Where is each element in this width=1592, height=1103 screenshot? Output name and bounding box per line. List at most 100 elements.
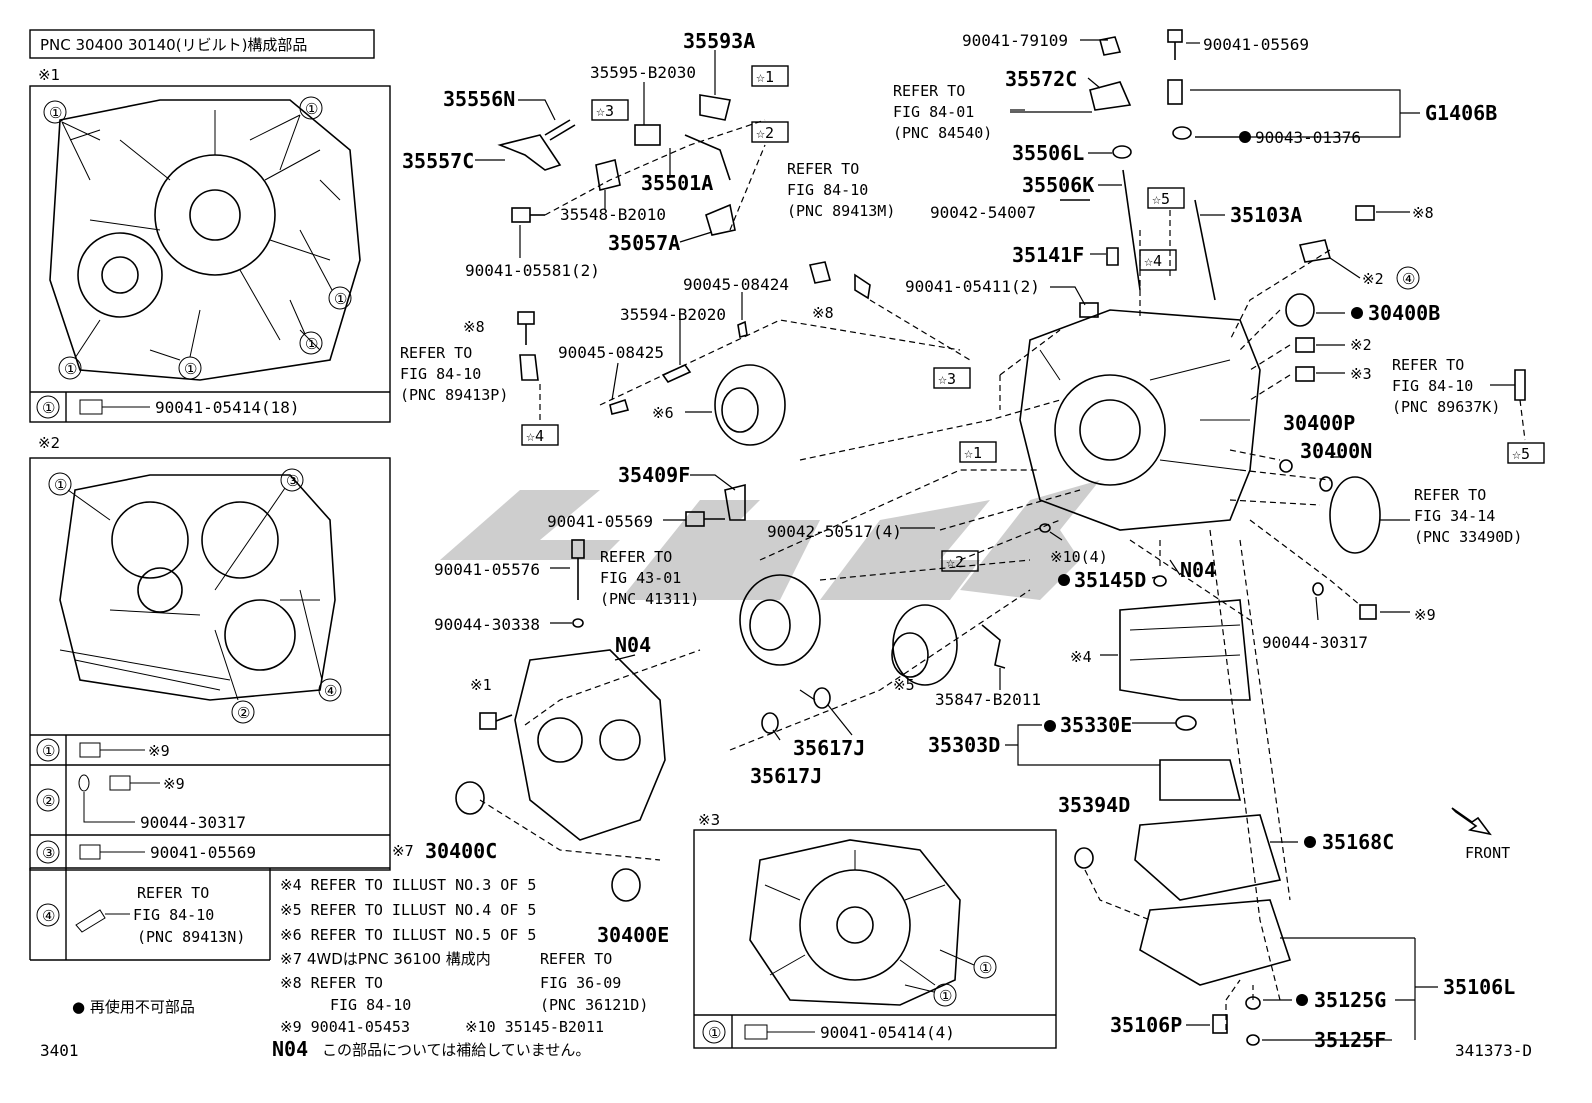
svg-text:☆3: ☆3 [596,102,614,120]
label-x7: ※7 [392,842,414,860]
svg-text:(PNC 84540): (PNC 84540) [893,124,992,142]
label-90042-50517: 90042-50517(4) [767,522,902,541]
svg-text:FIG 84-10: FIG 84-10 [133,906,214,924]
svg-text:N04: N04 [272,1037,308,1061]
label-35394D: 35394D [1058,793,1130,817]
svg-text:REFER TO: REFER TO [137,884,209,902]
star-box-1a: ☆1 [751,65,789,87]
label-x9: ※9 [1414,606,1436,624]
label-35330E: 35330E [1060,713,1132,737]
label-30400N: 30400N [1300,439,1372,463]
label-x6: ※6 [652,404,674,422]
label-G1406B: G1406B [1425,101,1497,125]
label-90044-30317-b: 90044-30317 [1262,633,1368,652]
svg-text:☆5: ☆5 [1512,445,1530,463]
svg-text:(PNC 41311): (PNC 41311) [600,590,699,608]
ref-fig-84-10-p: REFER TO FIG 84-10 (PNC 89413P) [400,344,508,404]
svg-text:※4 REFER TO ILLUST NO.3 OF 5: ※4 REFER TO ILLUST NO.3 OF 5 [280,876,536,894]
inset2-callouts: ① ③ ② ④ [48,468,342,724]
label-90041-05576: 90041-05576 [434,560,540,579]
svg-text:FIG 84-10: FIG 84-10 [400,365,481,383]
inset1-callouts: ① ① ① ① ① ① [43,96,352,380]
label-35125F: 35125F [1314,1028,1386,1052]
label-35125G: 35125G [1314,988,1386,1012]
svg-text:③: ③ [286,472,299,490]
label-x8-a: ※8 [463,318,485,336]
page-title: PNC 30400 30140(リビルト)構成部品 [40,36,307,54]
label-35595-B2030: 35595-B2030 [590,63,696,82]
star-box-2b: ☆2 [941,550,979,572]
label-30400C: 30400C [425,839,497,863]
svg-text:(PNC 36121D): (PNC 36121D) [540,996,648,1014]
svg-text:FIG 84-01: FIG 84-01 [893,103,974,121]
svg-text:②: ② [42,792,55,810]
star-box-4b: ☆4 [1139,249,1177,271]
label-x4: ※4 [1070,648,1092,666]
dashed-leaders [479,119,1526,1030]
svg-text:(PNC 33490D): (PNC 33490D) [1414,528,1522,546]
svg-text:☆1: ☆1 [756,68,774,86]
svg-text:(PNC 89637K): (PNC 89637K) [1392,398,1500,416]
svg-text:☆1: ☆1 [964,444,982,462]
inset3-housing-drawing [749,839,961,1006]
label-x10: ※10(4) [1050,548,1108,566]
svg-text:FIG 84-10: FIG 84-10 [1392,377,1473,395]
label-35103A: 35103A [1230,203,1302,227]
svg-text:※8 REFER TO: ※8 REFER TO [280,974,383,992]
inset1-housing-drawing [49,99,361,381]
oil-pan-drawing [1134,759,1292,986]
star-box-3a: ☆3 [591,99,629,121]
label-x8-c: ※8 [1412,204,1434,222]
svg-text:FIG 43-01: FIG 43-01 [600,569,681,587]
star-box-5b: ☆5 [1507,442,1545,464]
label-90041-05411: 90041-05411(2) [905,277,1040,296]
main-case-drawing [1019,309,1261,531]
label-N04-a: N04 [615,633,651,657]
svg-text:☆2: ☆2 [756,124,774,142]
svg-text:④: ④ [324,682,337,700]
label-35593A: 35593A [683,29,755,53]
label-35556N: 35556N [443,87,515,111]
label-35594-B2020: 35594-B2020 [620,305,726,324]
label-90041-79109: 90041-79109 [962,31,1068,50]
svg-text:①: ① [54,476,67,494]
title-box [29,29,375,59]
svg-text:FIG 34-14: FIG 34-14 [1414,507,1495,525]
svg-text:(PNC 89413M): (PNC 89413M) [787,202,895,220]
non-reusable-dot [1239,131,1251,143]
svg-text:REFER TO: REFER TO [893,82,965,100]
ref-fig-84-01: REFER TO FIG 84-01 (PNC 84540) [893,82,992,142]
inset1-part-number: 90041-05414(18) [155,398,300,417]
non-reusable-dot [1058,574,1070,586]
svg-text:①: ① [979,959,992,977]
svg-text:90041-05569: 90041-05569 [150,843,256,862]
non-reusable-dot [1044,720,1056,732]
label-35057A: 35057A [608,231,680,255]
label-35141F: 35141F [1012,243,1084,267]
label-x1: ※1 [470,676,492,694]
label-35168C: 35168C [1322,830,1394,854]
label-30400P: 30400P [1283,411,1355,435]
label-35106L: 35106L [1443,975,1515,999]
svg-text:☆3: ☆3 [938,370,956,388]
gear-drawings [714,364,958,686]
inset2-housing-drawing [59,474,336,701]
svg-text:①: ① [42,742,55,760]
inset2-row-4: ④ REFER TO FIG 84-10 (PNC 89413N) [36,884,245,946]
svg-text:(PNC 89413N): (PNC 89413N) [137,928,245,946]
label-35303D: 35303D [928,733,1000,757]
label-35501A: 35501A [641,171,713,195]
svg-text:※9: ※9 [163,775,185,793]
svg-text:REFER TO: REFER TO [1414,486,1486,504]
svg-text:②: ② [237,704,250,722]
inset2-row-2: ② ※9 90044-30317 [36,774,246,832]
svg-text:☆2: ☆2 [946,553,964,571]
inset1-mark: ※1 [38,66,60,84]
label-35617J-a: 35617J [793,736,865,760]
label-90041-05581: 90041-05581(2) [465,261,600,280]
footnotes: ※4 REFER TO ILLUST NO.3 OF 5 ※5 REFER TO… [272,876,648,1061]
label-x2-b: ※2 [1350,336,1372,354]
star-box-3b: ☆3 [933,367,971,389]
